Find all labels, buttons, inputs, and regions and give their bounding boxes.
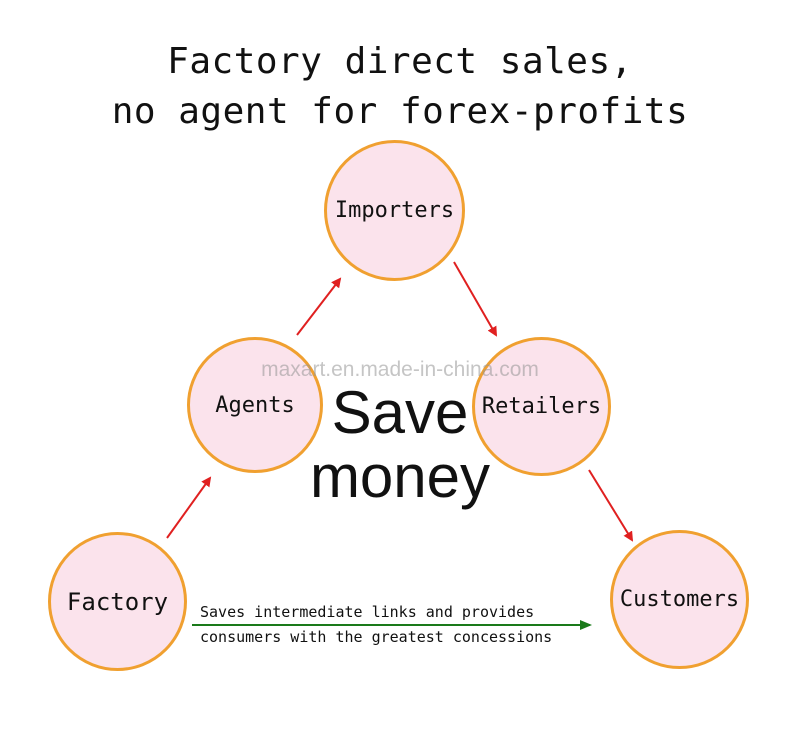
node-retailers: Retailers — [472, 337, 611, 476]
node-importers-label: Importers — [334, 198, 455, 223]
watermark: maxart.en.made-in-china.com — [261, 358, 539, 381]
node-factory: Factory — [48, 532, 187, 671]
node-importers: Importers — [324, 140, 465, 281]
center-text-line-1: Save — [331, 379, 469, 446]
arrow-importers-to-retailers — [453, 261, 497, 337]
node-factory-label: Factory — [66, 587, 169, 616]
title-line-2: no agent for forex-profits — [111, 91, 689, 132]
arrow-agents-to-importers — [296, 277, 342, 336]
arrow-factory-to-agents — [166, 476, 212, 539]
node-retailers-label: Retailers — [481, 394, 602, 419]
direct-note-line-1: Saves intermediate links and provides — [200, 603, 535, 621]
title-line-1: Factory direct sales, — [167, 41, 633, 82]
node-agents-label: Agents — [215, 392, 295, 418]
center-text-line-2: money — [309, 443, 491, 510]
node-customers: Customers — [610, 530, 749, 669]
arrow-retailers-to-customers — [588, 469, 634, 542]
node-agents: Agents — [187, 337, 323, 473]
direct-note-line-2: consumers with the greatest concessions — [200, 628, 553, 646]
node-customers-label: Customers — [619, 587, 740, 612]
